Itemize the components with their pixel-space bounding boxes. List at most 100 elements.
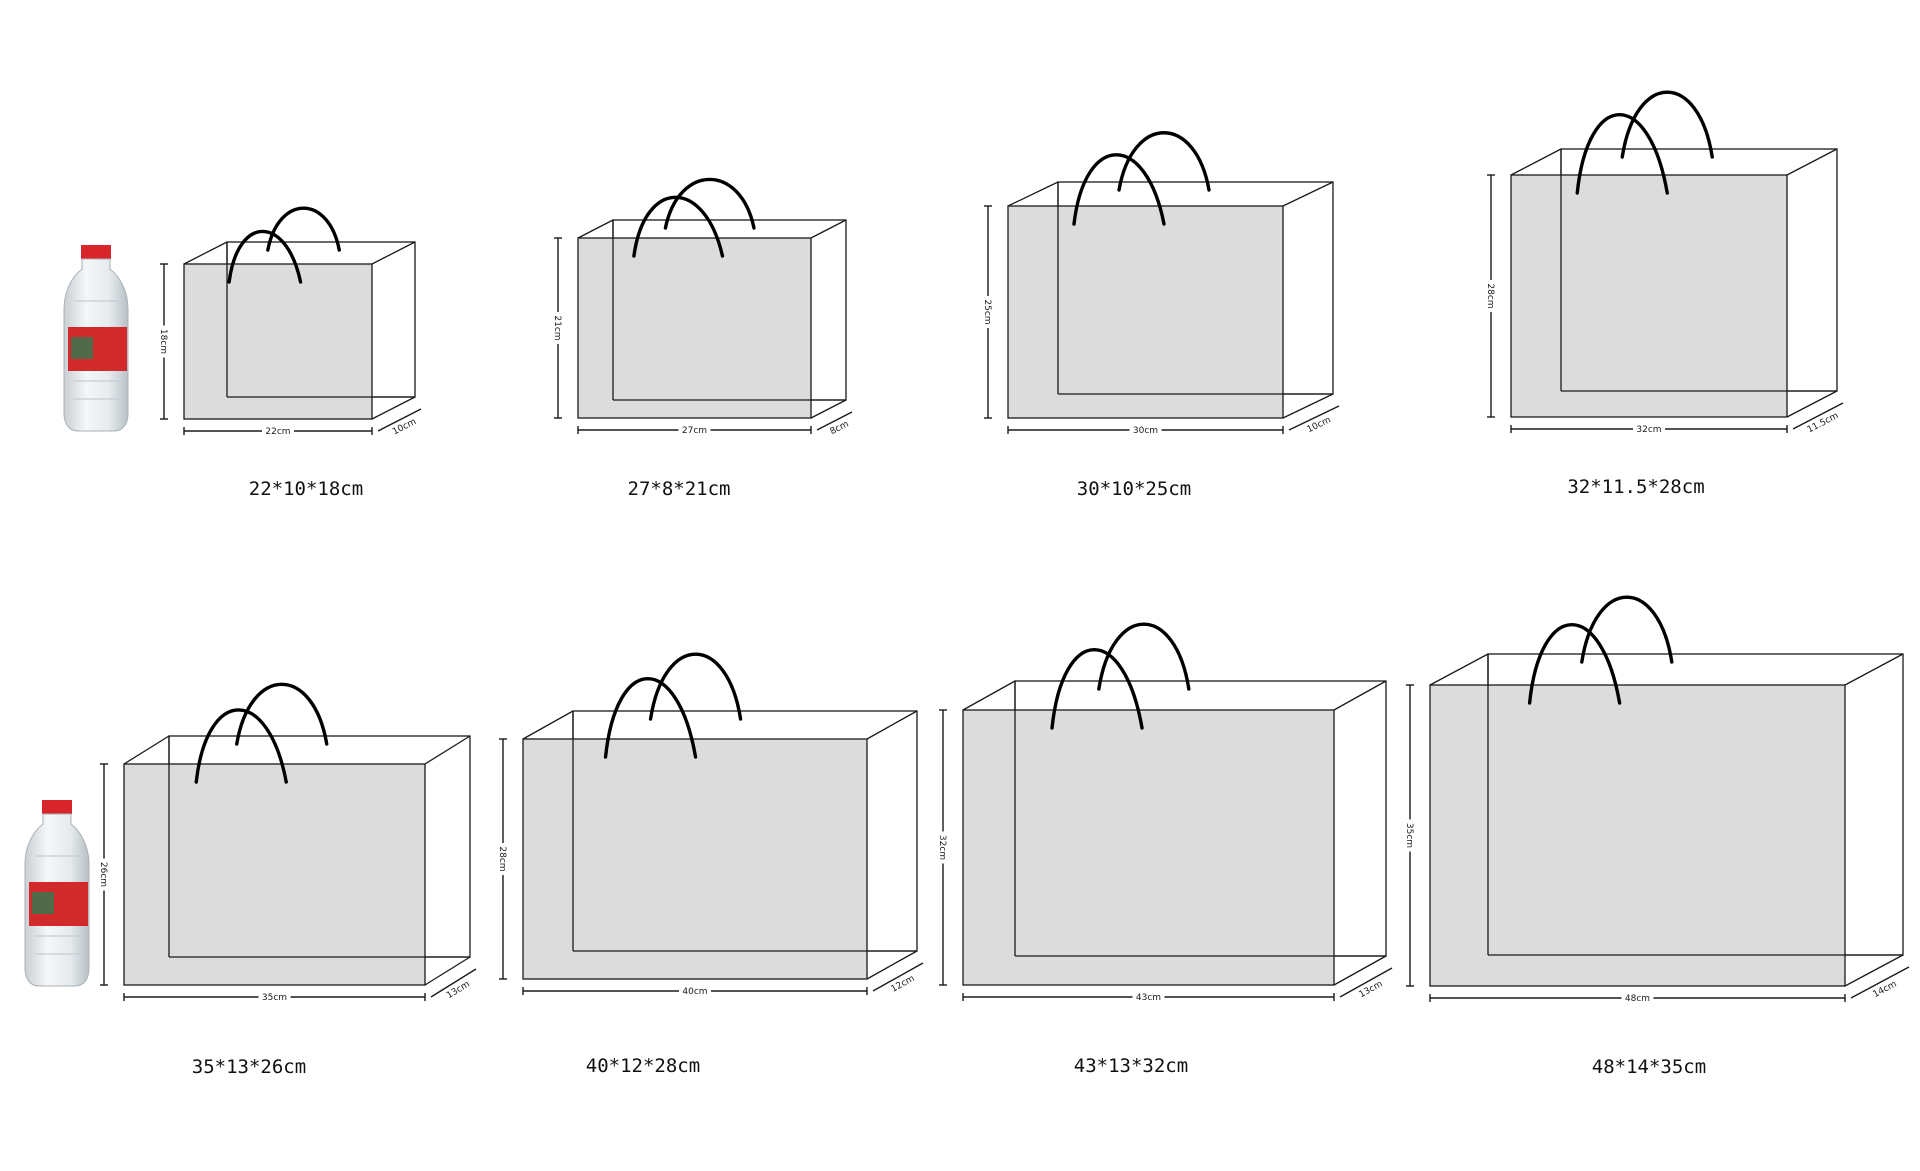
depth-dimension-line (1339, 967, 1393, 998)
label-backdrop (937, 831, 949, 864)
bag: 32cm 28cm 11.5cm 32*11.5*28cm (1485, 90, 1844, 498)
bag-depth-edge (183, 241, 228, 265)
height-label: 25cm (982, 299, 992, 324)
depth-label: 12cm (890, 974, 917, 995)
width-label: 27cm (682, 426, 707, 436)
bag-handle-front (194, 708, 288, 784)
width-label: 35cm (262, 993, 287, 1003)
height-label: 21cm (552, 315, 562, 340)
label-backdrop (1621, 992, 1654, 1004)
label-backdrop (552, 312, 564, 344)
label-backdrop (678, 424, 711, 436)
bag-front-panel (1510, 174, 1788, 418)
bag-depth-edge (1282, 393, 1334, 419)
bag-depth-edge (810, 219, 847, 239)
size-caption: 30*10*25cm (1077, 478, 1191, 500)
bag-front-panel (1429, 684, 1846, 987)
depth-label: 13cm (445, 979, 472, 1001)
bag-front-panel (522, 738, 868, 980)
label-backdrop (98, 858, 110, 891)
water-bottle-icon (24, 800, 90, 987)
bag-handle-back (1097, 622, 1191, 691)
bag-depth-edge (1786, 390, 1838, 418)
width-label: 30cm (1133, 426, 1158, 436)
bag-depth-edge (1786, 148, 1838, 176)
bag-depth-edge (866, 950, 918, 980)
width-label: 40cm (682, 987, 707, 997)
size-caption: 32*11.5*28cm (1567, 476, 1704, 498)
width-label: 22cm (265, 427, 290, 437)
bag-depth-edge (1333, 955, 1387, 986)
width-label: 43cm (1136, 993, 1161, 1003)
height-label: 28cm (497, 846, 507, 871)
bag-depth-edge (1282, 181, 1334, 207)
height-label: 32cm (937, 835, 947, 860)
depth-dimension-line (872, 962, 924, 992)
bag-depth-edge (866, 710, 918, 740)
depth-label: 10cm (391, 417, 418, 437)
bag-depth-edge (123, 735, 170, 765)
width-label: 48cm (1625, 994, 1650, 1004)
size-caption: 40*12*28cm (586, 1055, 700, 1077)
label-backdrop (982, 296, 994, 328)
label-backdrop (1132, 991, 1165, 1003)
width-label: 32cm (1636, 425, 1661, 435)
bag-handle-front (632, 195, 725, 258)
depth-dimension-line (1792, 402, 1844, 430)
bag-depth-edge (371, 396, 416, 420)
bag-depth-edge (1429, 653, 1489, 686)
bag-handle-back (1620, 90, 1714, 159)
depth-label: 10cm (1306, 415, 1333, 435)
water-bottle-icon (63, 245, 129, 432)
depth-dimension-line (816, 411, 853, 431)
bag-front-panel (123, 763, 426, 986)
bag-handle-back (235, 682, 329, 746)
bag-front-panel (1007, 205, 1284, 419)
bag-handle-front (227, 229, 303, 284)
height-label: 18cm (158, 329, 168, 354)
depth-label: 14cm (1872, 979, 1899, 1000)
bag-handle-back (648, 652, 743, 721)
depth-dimension-line (1850, 966, 1910, 999)
label-backdrop (1485, 280, 1497, 312)
bag-depth-edge (522, 710, 574, 740)
bag-depth-edge (371, 241, 416, 265)
depth-dimension-line (1288, 405, 1340, 431)
height-label: 26cm (98, 862, 108, 887)
label-backdrop (1633, 423, 1665, 435)
depth-dimension-line (430, 968, 477, 998)
bag-depth-edge (1844, 653, 1904, 686)
height-label: 28cm (1485, 283, 1495, 308)
bag-depth-edge (424, 956, 471, 986)
bag-handle-back (1117, 131, 1211, 192)
size-caption: 22*10*18cm (249, 478, 363, 500)
height-label: 35cm (1404, 823, 1414, 848)
size-caption: 43*13*32cm (1074, 1055, 1188, 1077)
bag-handle-front (1527, 623, 1622, 705)
bag-handle-back (266, 206, 341, 252)
size-caption: 48*14*35cm (1592, 1056, 1706, 1078)
size-caption: 27*8*21cm (628, 478, 731, 500)
bag: 48cm 35cm 14cm 48*14*35cm (1404, 595, 1910, 1078)
bag-handle-back (1580, 595, 1674, 664)
bag-depth-edge (577, 219, 614, 239)
depth-label: 11.5cm (1806, 411, 1841, 435)
bag-depth-edge (1510, 148, 1562, 176)
label-backdrop (1404, 819, 1416, 852)
label-backdrop (158, 325, 170, 358)
label-backdrop (262, 425, 294, 437)
bag-depth-edge (1007, 181, 1059, 207)
depth-dimension-line (377, 408, 422, 432)
bag: 40cm 28cm 12cm 40*12*28cm (497, 652, 924, 1077)
bag-handle-front (1575, 113, 1669, 195)
bag-depth-edge (424, 735, 471, 765)
bag-handle-front (603, 677, 698, 759)
bag-front-panel (183, 263, 373, 420)
bag: 30cm 25cm 10cm 30*10*25cm (982, 131, 1340, 500)
bag-front-panel (962, 709, 1335, 986)
bag-depth-edge (810, 399, 847, 419)
